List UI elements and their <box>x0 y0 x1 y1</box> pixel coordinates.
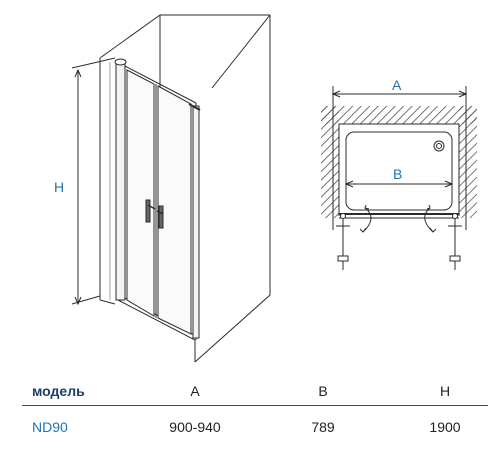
door-perspective-view <box>99 14 271 363</box>
row-b: 789 <box>311 419 335 435</box>
right-handle-bar <box>156 210 164 215</box>
row-model: ND90 <box>32 419 68 435</box>
left-wall-top <box>99 14 161 59</box>
plan-shower-tray <box>345 131 453 211</box>
plan-right-wall <box>459 106 477 218</box>
floor-front <box>117 299 196 362</box>
plan-left-wall <box>321 106 339 218</box>
height-label: H <box>54 179 64 195</box>
left-wall-profile <box>115 59 126 301</box>
header-a: A <box>190 383 200 399</box>
plan-niche-outline <box>338 123 460 216</box>
left-swing-arc <box>362 207 372 233</box>
header-h: H <box>439 383 451 399</box>
top-hinge <box>188 103 201 111</box>
header-model: модель <box>32 383 85 399</box>
table-row: ND90 900-940 789 1900 <box>0 416 500 438</box>
height-dimension <box>71 57 116 306</box>
left-door-handle <box>145 199 151 223</box>
width-label-a: A <box>392 77 402 93</box>
right-wall <box>194 15 271 363</box>
floor-left <box>99 299 116 305</box>
header-divider <box>22 405 488 406</box>
width-label-b: B <box>393 166 402 182</box>
left-door-leaf <box>126 69 155 317</box>
left-pivot <box>340 213 346 219</box>
spec-table-header: модель A B H <box>0 380 500 402</box>
door-frame-top <box>124 65 197 104</box>
height-ext-top <box>71 57 116 69</box>
height-arrow-top <box>74 68 82 78</box>
right-pivot <box>452 213 458 219</box>
right-wall-top <box>211 14 271 89</box>
right-door-handle <box>158 205 164 229</box>
left-handle-bar <box>147 204 156 210</box>
right-wall-profile <box>192 105 200 339</box>
right-swing-arc <box>424 207 434 233</box>
spec-table: модель A B H ND90 900-940 789 1900 <box>0 370 500 440</box>
right-door-leaf <box>157 85 192 335</box>
row-h: 1900 <box>429 419 461 435</box>
height-ext-bottom <box>71 295 101 305</box>
drain-icon <box>433 140 445 152</box>
row-a: 900-940 <box>169 419 221 435</box>
left-profile-cap <box>114 58 127 66</box>
height-arrow-bottom <box>74 296 82 306</box>
plan-back-wall <box>321 106 477 124</box>
plan-view <box>321 86 477 270</box>
header-b: B <box>318 383 328 399</box>
